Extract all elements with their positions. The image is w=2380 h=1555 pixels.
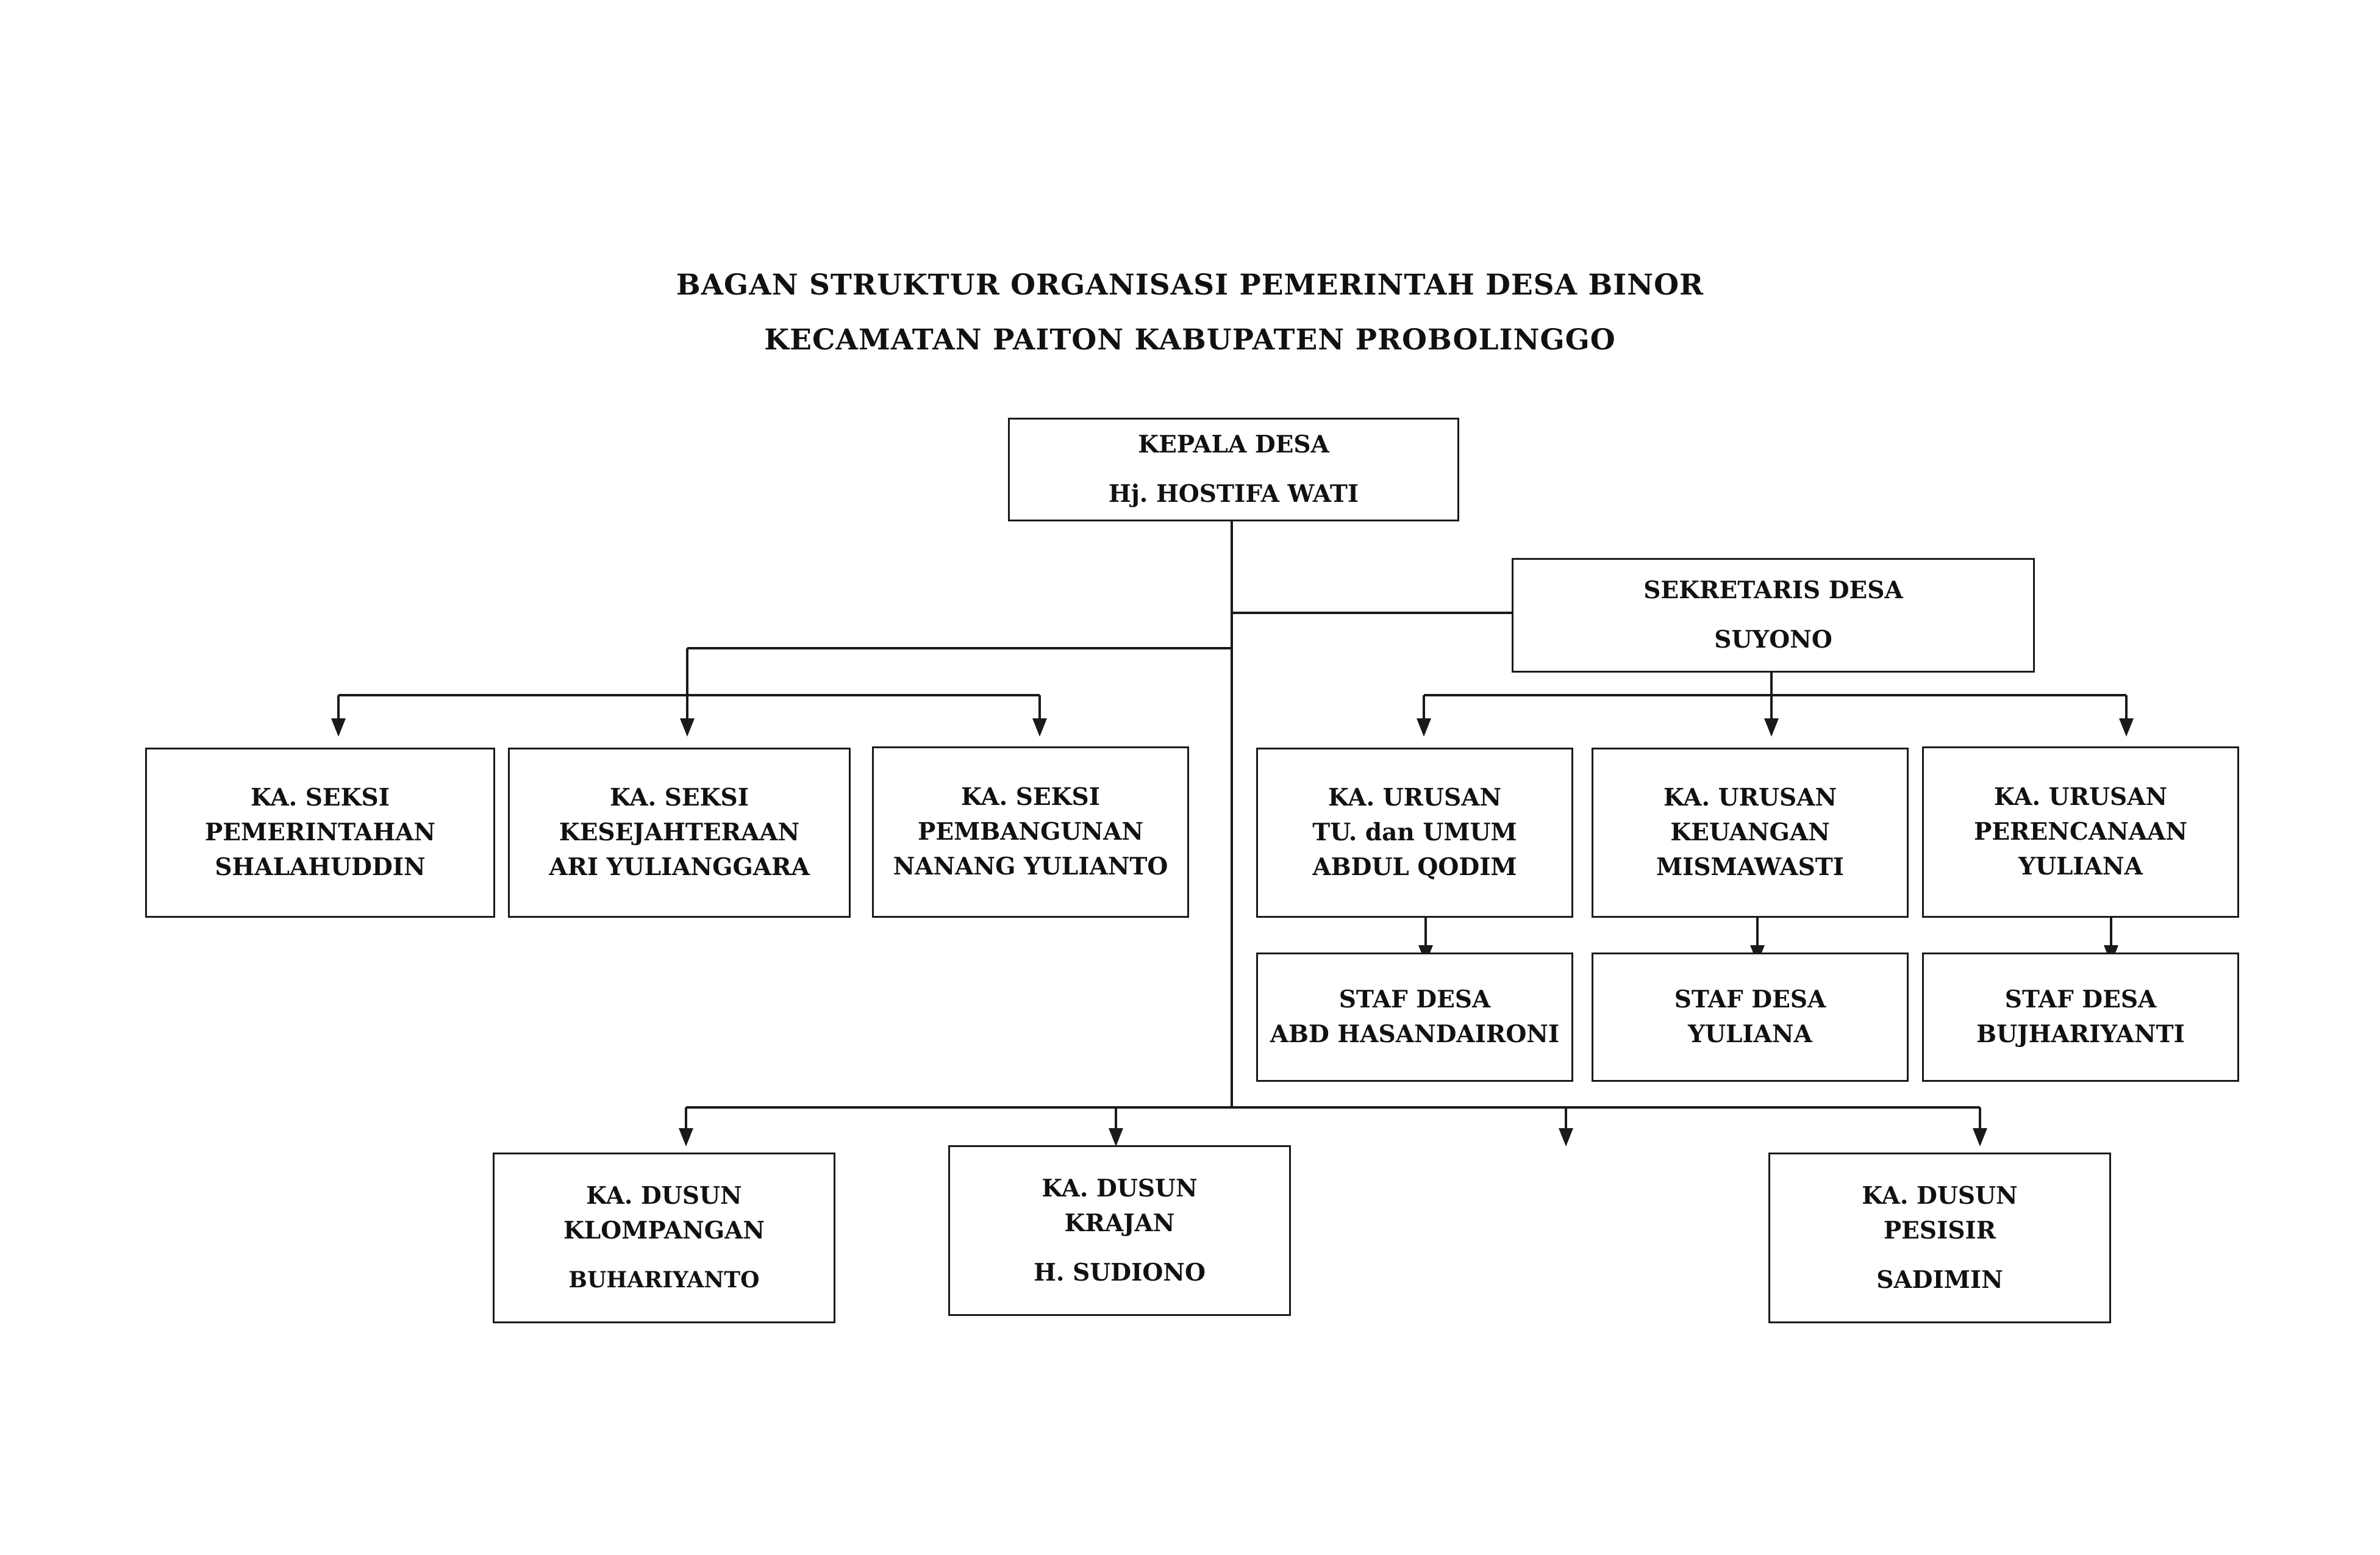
node-unit: KEUANGAN [1670,818,1830,846]
node-person-name: Hj. HOSTIFA WATI [1108,480,1359,508]
arrow-head [1764,718,1779,737]
node-seksi-pembangunan: KA. SEKSI PEMBANGUNAN NANANG YULIANTO [872,746,1189,918]
node-person-name: SHALAHUDDIN [215,853,426,881]
node-person-name: ARI YULIANGGARA [549,853,810,881]
node-role: KA. DUSUN [1042,1174,1198,1203]
node-person-name: BUJHARIYANTI [1976,1020,2185,1048]
node-role: KA. DUSUN [586,1181,742,1210]
node-role: KA. SEKSI [251,784,390,812]
node-role: KA. URUSAN [1663,784,1837,812]
node-kepala-desa: KEPALA DESA Hj. HOSTIFA WATI [1008,418,1459,521]
node-unit: TU. dan UMUM [1312,818,1517,846]
node-urusan-keuangan: KA. URUSAN KEUANGAN MISMAWASTI [1592,748,1909,918]
node-staf-desa-3: STAF DESA BUJHARIYANTI [1922,953,2239,1082]
node-dusun-klompangan: KA. DUSUN KLOMPANGAN BUHARIYANTO [493,1153,835,1323]
arrow-head [331,718,346,737]
node-unit: PEMERINTAHAN [204,818,436,846]
node-role: KEPALA DESA [1138,431,1329,459]
chart-title: BAGAN STRUKTUR ORGANISASI PEMERINTAH DES… [676,268,1704,302]
node-person-name: MISMAWASTI [1656,853,1845,881]
node-person-name: ABD HASANDAIRONI [1270,1020,1560,1048]
node-dusun-pesisir: KA. DUSUN PESISIR SADIMIN [1768,1153,2111,1323]
node-person-name: ABDUL QODIM [1312,853,1517,881]
arrow-head [1109,1128,1123,1146]
node-person-name: NANANG YULIANTO [893,853,1168,881]
node-unit: KLOMPANGAN [563,1216,765,1245]
node-sekretaris-desa: SEKRETARIS DESA SUYONO [1512,558,2035,673]
node-role: STAF DESA [1674,985,1826,1013]
node-unit: PEMBANGUNAN [918,818,1143,846]
node-person-name: SUYONO [1714,626,1832,654]
node-unit: PESISIR [1883,1216,1996,1245]
chart-subtitle: KECAMATAN PAITON KABUPATEN PROBOLINGGO [764,323,1616,357]
node-unit: KRAJAN [1064,1209,1175,1237]
node-role: KA. URUSAN [1328,784,1502,812]
arrow-head [679,1128,693,1146]
node-role: KA. SEKSI [610,784,749,812]
node-unit: KESEJAHTERAAN [559,818,800,846]
node-role: STAF DESA [1338,985,1491,1013]
node-urusan-tu-umum: KA. URUSAN TU. dan UMUM ABDUL QODIM [1256,748,1573,918]
arrow-head [2119,718,2134,737]
node-seksi-pemerintahan: KA. SEKSI PEMERINTAHAN SHALAHUDDIN [145,748,495,918]
node-role: KA. URUSAN [1993,783,2168,811]
node-person-name: YULIANA [2018,853,2143,881]
node-person-name: SADIMIN [1876,1265,2003,1294]
node-staf-desa-2: STAF DESA YULIANA [1592,953,1909,1082]
arrow-head [680,718,695,737]
arrow-head [1417,718,1431,737]
node-role: STAF DESA [2004,985,2157,1013]
node-person-name: H. SUDIONO [1034,1258,1206,1287]
node-seksi-kesejahteraan: KA. SEKSI KESEJAHTERAAN ARI YULIANGGARA [508,748,851,918]
node-person-name: BUHARIYANTO [568,1267,760,1293]
node-role: SEKRETARIS DESA [1643,576,1903,604]
node-person-name: YULIANA [1688,1020,1812,1048]
arrow-head [1559,1128,1573,1146]
node-role: KA. SEKSI [961,783,1100,811]
arrow-head [1032,718,1047,737]
arrow-head [1973,1128,1987,1146]
node-staf-desa-1: STAF DESA ABD HASANDAIRONI [1256,953,1573,1082]
node-urusan-perencanaan: KA. URUSAN PERENCANAAN YULIANA [1922,746,2239,918]
node-unit: PERENCANAAN [1974,818,2187,846]
node-role: KA. DUSUN [1862,1181,2018,1210]
node-dusun-krajan: KA. DUSUN KRAJAN H. SUDIONO [948,1145,1291,1316]
